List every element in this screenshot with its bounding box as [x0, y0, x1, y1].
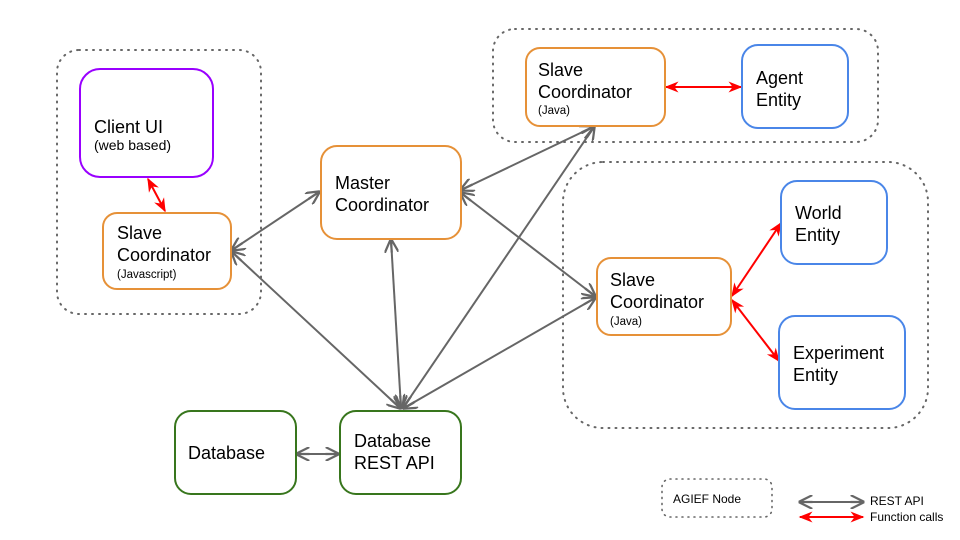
legend: AGIEF Node REST API Function calls [661, 478, 943, 524]
function-call-connections [147, 81, 782, 363]
database-node[interactable]: Database [174, 410, 297, 495]
agief-node-agent-group [492, 28, 879, 143]
client-ui-title: Client UI [94, 117, 163, 137]
slave-coordinator-java-top-node[interactable]: Slave Coordinator (Java) [525, 47, 666, 127]
dbapi-title-line1: Database [354, 431, 431, 451]
experiment-title-line2: Entity [793, 365, 838, 385]
slave-java-top-subtitle: (Java) [538, 105, 570, 117]
arrow-client-slavejs [147, 177, 166, 213]
slave-js-title-line1: Slave [117, 223, 162, 243]
slave-js-subtitle: (Javascript) [117, 269, 177, 281]
legend-agief-node-swatch [661, 478, 773, 518]
agent-title-line2: Entity [756, 90, 801, 110]
world-title-line1: World [795, 203, 842, 223]
legend-rest-label: REST API [870, 494, 924, 508]
slave-java-right-title-line1: Slave [610, 270, 655, 290]
arrow-master-dbapi [391, 240, 401, 408]
database-rest-api-node[interactable]: Database REST API [339, 410, 462, 495]
rest-api-connections [232, 127, 595, 454]
world-title-line2: Entity [795, 225, 840, 245]
client-ui-node[interactable]: Client UI (web based) [79, 68, 214, 178]
legend-agief-node-label: AGIEF Node [673, 492, 741, 506]
arrow-slaveright-dbapi [404, 298, 595, 408]
experiment-title-line1: Experiment [793, 343, 884, 363]
world-entity-node[interactable]: World Entity [780, 180, 888, 265]
slave-js-title-line2: Coordinator [117, 245, 211, 265]
client-ui-subtitle: (web based) [94, 137, 171, 153]
arrow-slavejs-dbapi [232, 252, 400, 408]
slave-java-right-subtitle: (Java) [610, 316, 642, 328]
master-title-line2: Coordinator [335, 195, 429, 215]
agent-title-line1: Agent [756, 68, 803, 88]
arrow-slaveright-experiment [731, 298, 780, 363]
slave-java-top-title-line1: Slave [538, 60, 583, 80]
slave-java-right-title-line2: Coordinator [610, 292, 704, 312]
slave-coordinator-js-node[interactable]: Slave Coordinator (Javascript) [102, 212, 232, 290]
experiment-entity-node[interactable]: Experiment Entity [778, 315, 906, 410]
agent-entity-node[interactable]: Agent Entity [741, 44, 849, 129]
slave-coordinator-java-right-node[interactable]: Slave Coordinator (Java) [596, 257, 732, 336]
dbapi-title-line2: REST API [354, 453, 435, 473]
arrow-slavejs-master [232, 192, 319, 250]
slave-java-top-title-line2: Coordinator [538, 82, 632, 102]
database-title: Database [188, 443, 265, 463]
master-coordinator-node[interactable]: Master Coordinator [320, 145, 462, 240]
legend-function-label: Function calls [870, 510, 943, 524]
arrow-slaveright-world [731, 221, 782, 298]
arrow-master-slaveright [461, 193, 595, 296]
master-title-line1: Master [335, 173, 390, 193]
